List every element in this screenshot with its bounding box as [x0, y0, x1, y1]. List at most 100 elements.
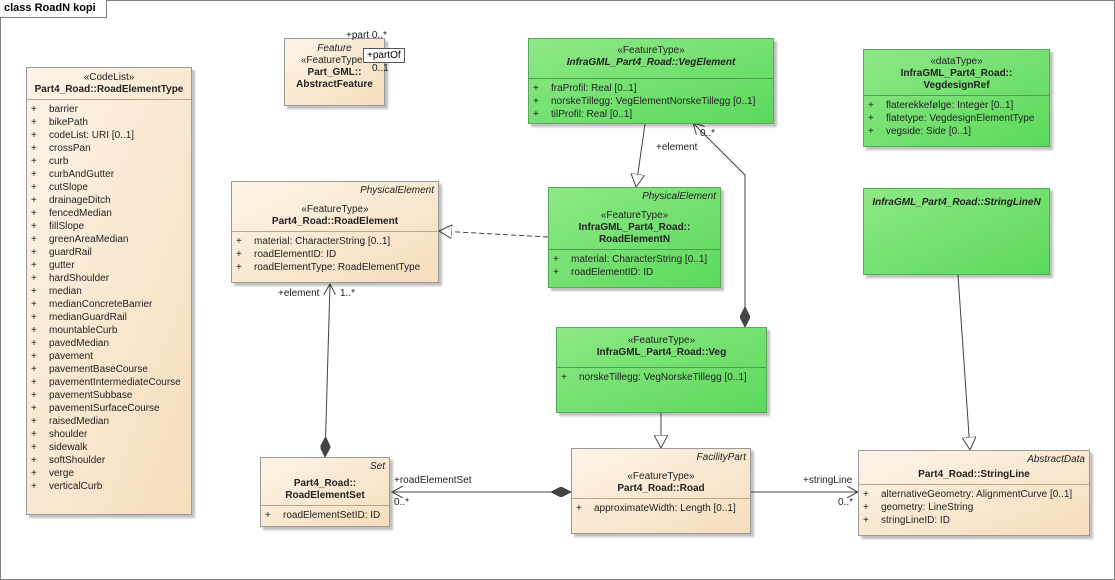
attribute: +material: CharacterString [0..1] — [553, 254, 708, 265]
label-part-of: +partOf — [363, 48, 405, 63]
literal: +barrier — [31, 104, 78, 115]
attribute-list: +flaterekkefølge: Integer [0..1] +flatet… — [864, 95, 1049, 141]
class-name-line1: InfraGML_Part4_Road:: — [578, 222, 691, 233]
label-element-left: +element — [278, 288, 320, 299]
stereotype: «CodeList» — [83, 72, 135, 83]
literal: +pavedMedian — [31, 338, 110, 349]
class-name-line2: RoadElementSet — [285, 490, 365, 501]
attribute: +stringLineID: ID — [863, 515, 950, 526]
label-part-of-mult: 0..1 — [372, 63, 389, 74]
stereotype: «FeatureType» — [600, 210, 669, 221]
attribute-list: +fraProfil: Real [0..1] +norskeTillegg: … — [529, 78, 773, 124]
class-name-line1: InfraGML_Part4_Road:: — [900, 68, 1013, 79]
class-tag: PhysicalElement — [360, 185, 434, 196]
attribute: +vegside: Side [0..1] — [868, 126, 972, 137]
literal: +drainageDitch — [31, 195, 111, 206]
literal: +guardRail — [31, 247, 92, 258]
literal: +sidewalk — [31, 442, 88, 453]
attribute-list: +roadElementSetID: ID — [261, 505, 389, 525]
class-name: Part4_Road::StringLine — [918, 469, 1030, 480]
label-element-top-mult: 0..* — [700, 128, 716, 139]
label-road-element-set-mult: 0..* — [394, 497, 410, 508]
attribute: +flaterekkefølge: Integer [0..1] — [868, 100, 1014, 111]
stereotype: «dataType» — [930, 56, 983, 67]
class-string-line-n[interactable]: InfraGML_Part4_Road::StringLineN — [863, 188, 1050, 275]
literal: +median — [31, 286, 82, 297]
class-name-line1: Part_GML:: — [307, 67, 362, 78]
stereotype: «FeatureType» — [617, 45, 685, 56]
attribute: +geometry: LineString — [863, 502, 974, 513]
realization-roadelementn-roadelement — [439, 231, 549, 237]
literal: +fencedMedian — [31, 208, 112, 219]
literal: +verge — [31, 468, 75, 479]
stereotype: «FeatureType» — [300, 55, 369, 66]
stereotype: «FeatureType» — [627, 335, 696, 346]
class-vegdesign-ref[interactable]: «dataType» InfraGML_Part4_Road:: Vegdesi… — [863, 49, 1050, 147]
literal: +gutter — [31, 260, 75, 271]
literal: +hardShoulder — [31, 273, 110, 284]
label-string-line-mult: 0..* — [838, 497, 854, 508]
class-tag: FacilityPart — [696, 452, 746, 463]
class-tag: Set — [369, 461, 385, 472]
literal: +curbAndGutter — [31, 169, 115, 180]
class-name: InfraGML_Part4_Road::StringLineN — [872, 197, 1041, 208]
literal-list: +barrier+bikePath+codeList: URI [0..1]+c… — [27, 99, 191, 496]
attribute: +roadElementID: ID — [236, 249, 337, 260]
class-road-element-set[interactable]: Set Part4_Road:: RoadElementSet +roadEle… — [260, 457, 390, 527]
label-element-left-mult: 1..* — [340, 288, 356, 299]
literal: +medianGuardRail — [31, 312, 127, 323]
attribute: +material: CharacterString [0..1] — [236, 236, 391, 247]
class-name-line2: AbstractFeature — [296, 79, 373, 90]
attribute: +approximateWidth: Length [0..1] — [576, 503, 736, 514]
class-name: Part4_Road::Road — [617, 483, 705, 494]
literal: +crossPan — [31, 143, 91, 154]
literal: +softShoulder — [31, 455, 106, 466]
attribute: +roadElementID: ID — [553, 267, 654, 278]
aggregation-veg-vegelement — [693, 123, 745, 327]
class-road-element-n[interactable]: PhysicalElement «FeatureType» InfraGML_P… — [548, 187, 721, 288]
class-string-line[interactable]: AbstractData Part4_Road::StringLine +alt… — [858, 450, 1090, 536]
attribute-list: +material: CharacterString [0..1] +roadE… — [232, 231, 438, 277]
attribute-list: +norskeTillegg: VegNorskeTillegg [0..1] — [557, 367, 766, 387]
literal: +pavement — [31, 351, 93, 362]
stereotype: «FeatureType» — [301, 204, 369, 215]
attribute: +roadElementType: RoadElementType — [236, 262, 421, 273]
literal: +cutSlope — [31, 182, 88, 193]
label-part: +part 0..* — [346, 30, 387, 41]
literal: +pavementSurfaceCourse — [31, 403, 160, 414]
class-name-line2: RoadElementN — [598, 234, 671, 245]
class-veg[interactable]: «FeatureType» InfraGML_Part4_Road::Veg +… — [556, 327, 767, 413]
literal: +raisedMedian — [31, 416, 110, 427]
class-tag: AbstractData — [1027, 454, 1085, 465]
class-name: InfraGML_Part4_Road::Veg — [596, 347, 727, 358]
label-element-top: +element — [656, 142, 698, 153]
attribute: +norskeTillegg: VegElementNorskeTillegg … — [533, 96, 756, 107]
class-name-line2: VegdesignRef — [923, 80, 990, 91]
generalization-roadelementn-vegelement — [636, 123, 646, 187]
class-name: Part4_Road::RoadElement — [271, 216, 399, 227]
class-tag: PhysicalElement — [642, 191, 716, 202]
literal: +curb — [31, 156, 69, 167]
attribute-list: +material: CharacterString [0..1] +roadE… — [549, 249, 720, 282]
literal: +pavementBaseCourse — [31, 364, 148, 375]
attribute: +alternativeGeometry: AlignmentCurve [0.… — [863, 489, 1073, 500]
literal: +pavementSubbase — [31, 390, 133, 401]
literal: +fillSlope — [31, 221, 85, 232]
literal: +bikePath — [31, 117, 88, 128]
stereotype: «FeatureType» — [627, 471, 695, 482]
frame-title: class RoadN kopi — [0, 0, 107, 18]
class-road[interactable]: FacilityPart «FeatureType» Part4_Road::R… — [571, 448, 751, 534]
attribute-list: +alternativeGeometry: AlignmentCurve [0.… — [859, 484, 1089, 530]
attribute: +fraProfil: Real [0..1] — [533, 83, 637, 94]
attribute: +flatetype: VegdesignElementType — [868, 113, 1035, 124]
class-road-element[interactable]: PhysicalElement «FeatureType» Part4_Road… — [231, 181, 439, 283]
class-veg-element[interactable]: «FeatureType» InfraGML_Part4_Road::VegEl… — [528, 38, 774, 124]
class-name: InfraGML_Part4_Road::VegElement — [566, 57, 736, 68]
class-abstract-feature[interactable]: Feature «FeatureType» Part_GML:: Abstrac… — [284, 38, 385, 106]
literal: +medianConcreteBarrier — [31, 299, 153, 310]
literal: +shoulder — [31, 429, 88, 440]
class-road-element-type[interactable]: «CodeList» Part4_Road::RoadElementType +… — [26, 67, 192, 515]
literal: +verticalCurb — [31, 481, 103, 492]
overlap-text: Feature — [317, 43, 352, 54]
